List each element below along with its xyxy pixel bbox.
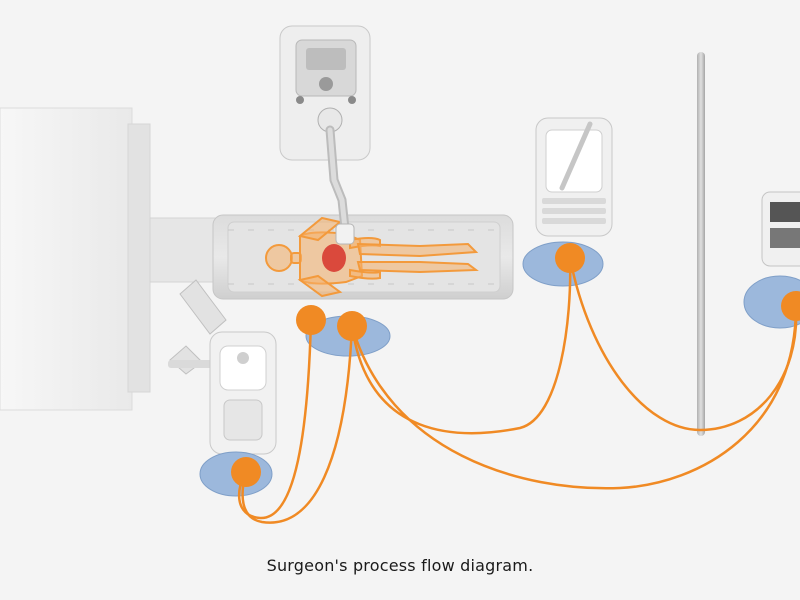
iv-pole: [697, 52, 705, 436]
robotic-arm-cart-icon: [279, 25, 371, 245]
wall-cabinet: [0, 107, 221, 411]
process-flow-lines: [237, 256, 798, 524]
position-markers: [231, 243, 800, 487]
figure-caption: Surgeon's process flow diagram.: [266, 556, 534, 575]
flow-line: [241, 324, 354, 524]
surgeon-console-icon: [168, 279, 277, 455]
operating-table: [212, 214, 514, 300]
vision-monitor-icon: [761, 191, 800, 267]
position-marker: [337, 311, 367, 341]
flow-line: [350, 304, 798, 490]
position-marker: [781, 291, 800, 321]
flow-line: [237, 318, 313, 520]
flow-line: [568, 256, 798, 432]
position-marker: [296, 305, 326, 335]
position-marker: [231, 457, 261, 487]
position-marker: [555, 243, 585, 273]
flow-line: [350, 256, 572, 435]
instrument-cart-icon: [535, 117, 613, 237]
surgical-site: [322, 244, 346, 272]
